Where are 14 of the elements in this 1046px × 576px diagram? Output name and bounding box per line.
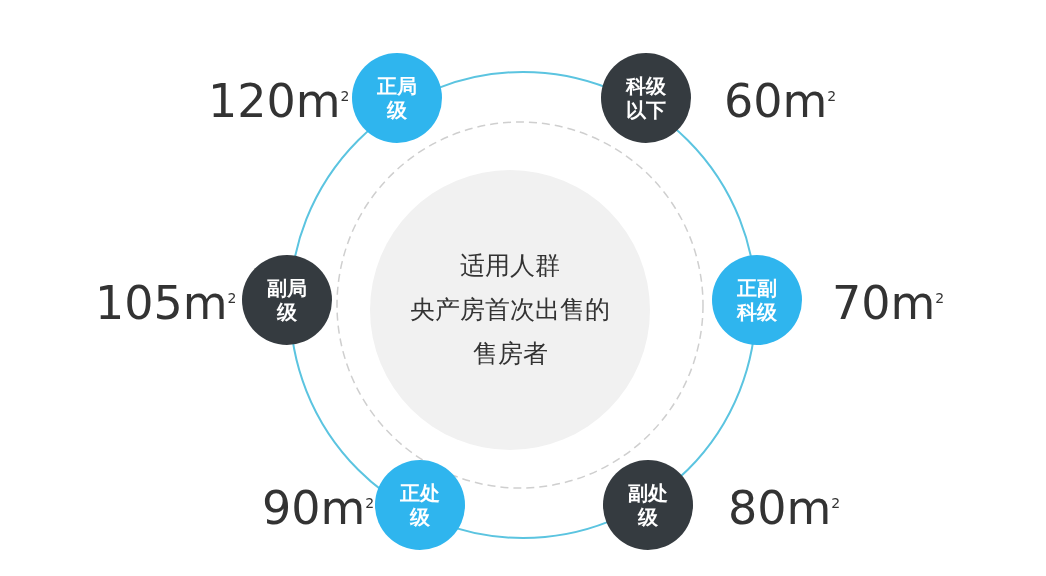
area-value: 90m$^{2}$	[262, 480, 375, 535]
rank-badge: 副处级	[603, 460, 693, 550]
rank-badge: 正局级	[352, 53, 442, 143]
rank-badge: 正副科级	[712, 255, 802, 345]
area-value: 70m$^{2}$	[832, 275, 945, 330]
rank-badge: 副局级	[242, 255, 332, 345]
area-value: 105m$^{2}$	[95, 275, 237, 330]
body-text: 央产房首次出售的售房者	[409, 294, 611, 370]
area-value: 60m$^{2}$	[724, 73, 837, 128]
rank-badge: 科级以下	[601, 53, 691, 143]
heading-text: 适用人群	[460, 250, 560, 282]
rank-badge: 正处级	[375, 460, 465, 550]
area-value: 120m$^{2}$	[208, 73, 350, 128]
area-value: 80m$^{2}$	[728, 480, 841, 535]
